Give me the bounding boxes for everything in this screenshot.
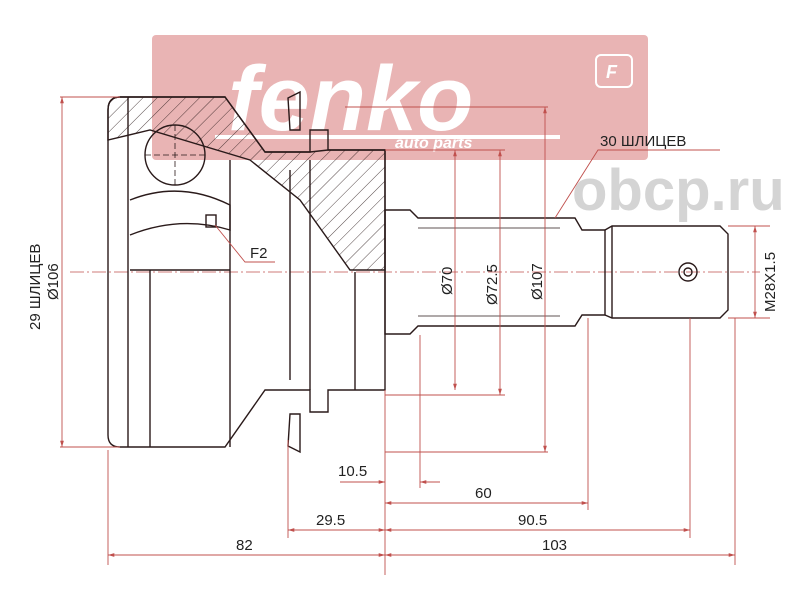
label-f2: F2 — [250, 245, 268, 262]
dim-103: 103 — [542, 537, 567, 554]
label-dia-107: Ø107 — [529, 263, 546, 300]
label-splines-outer: 30 ШЛИЦЕВ — [600, 133, 686, 150]
label-thread: M28X1.5 — [762, 252, 779, 312]
label-dia-72-5: Ø72.5 — [484, 264, 501, 305]
logo-badge-frame — [595, 54, 633, 88]
dim-10-5: 10.5 — [338, 463, 367, 480]
logo-brand: fenko — [228, 48, 473, 150]
dimension-lines — [60, 96, 770, 575]
logo-background — [152, 35, 648, 160]
outer-race-housing — [107, 90, 386, 454]
logo-badge: F — [606, 62, 618, 82]
dim-90-5: 90.5 — [518, 512, 547, 529]
stub-shaft — [384, 209, 729, 335]
dim-82: 82 — [236, 537, 253, 554]
watermark: obcp.ru — [572, 158, 785, 223]
dim-60: 60 — [475, 485, 492, 502]
dim-29-5: 29.5 — [316, 512, 345, 529]
logo-tagline: auto parts — [395, 135, 472, 152]
fenko-logo: fenko F — [152, 35, 648, 160]
label-dia-106: Ø106 — [45, 263, 62, 300]
label-splines-inner: 29 ШЛИЦЕВ — [27, 244, 44, 330]
label-dia-70: Ø70 — [439, 267, 456, 295]
